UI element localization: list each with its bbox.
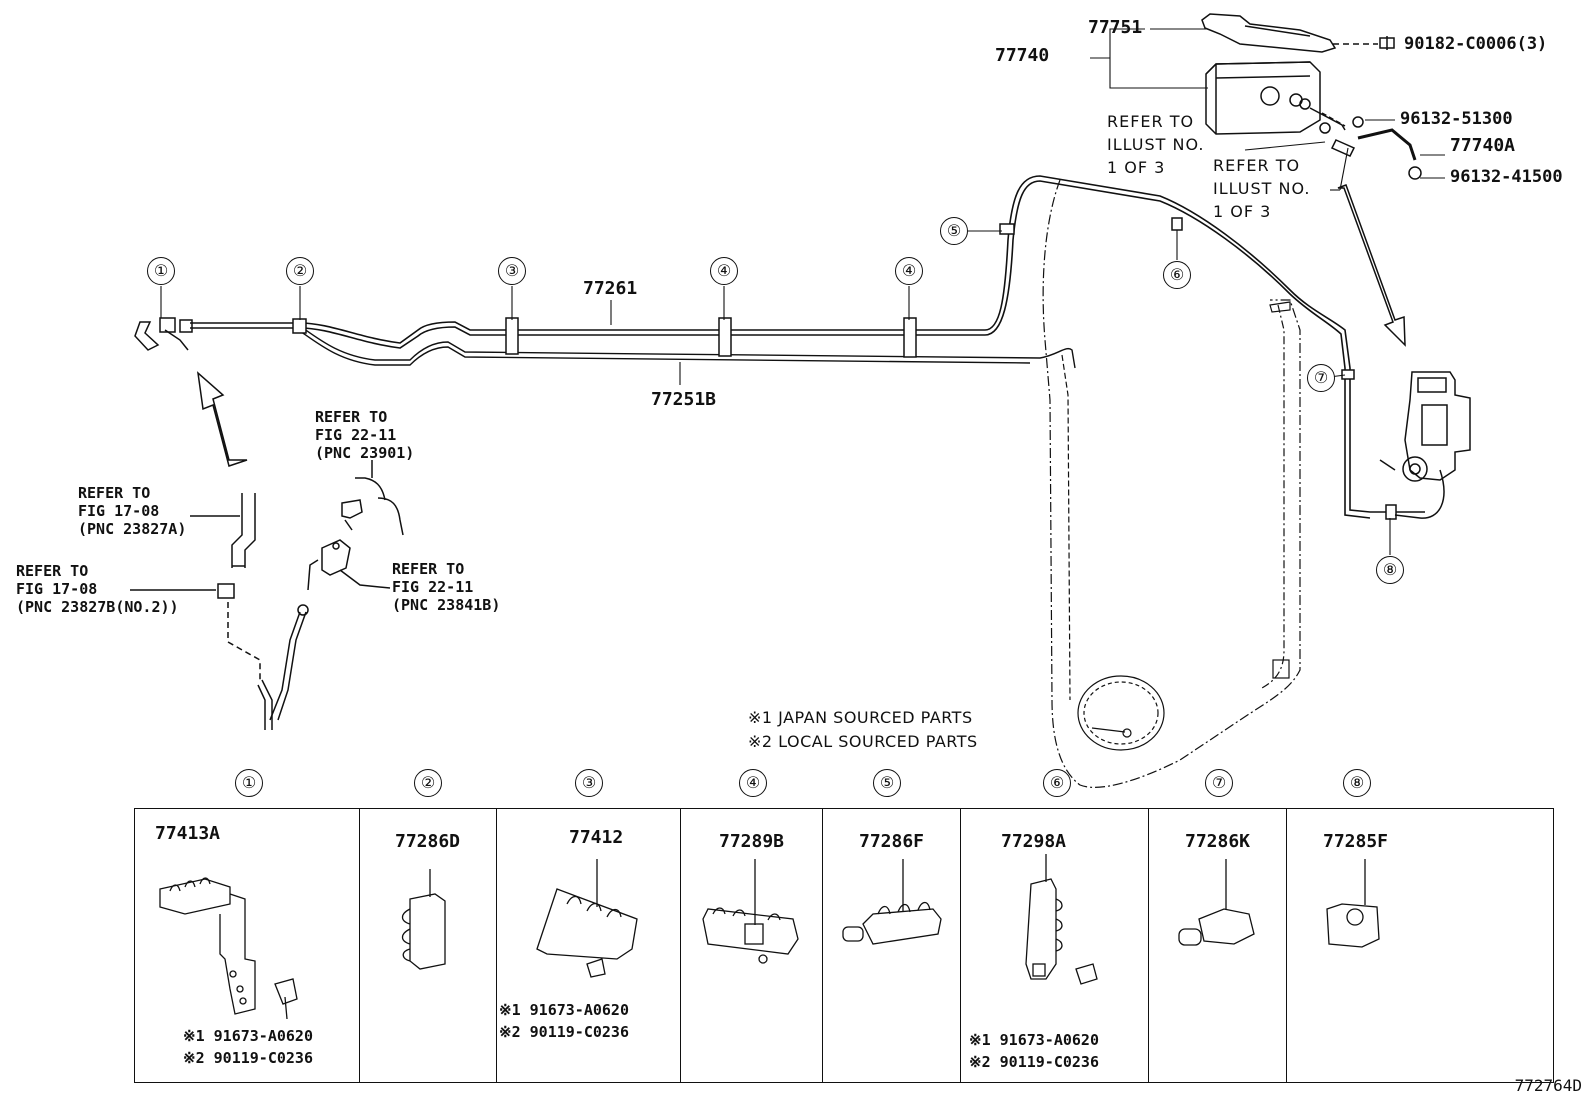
canister-77740	[1205, 61, 1321, 135]
clamp-4a	[718, 317, 732, 357]
bolt-90182	[1333, 36, 1395, 50]
label-77261: 77261	[583, 278, 638, 299]
table-cell-8: ⑧ 77285F	[1287, 769, 1555, 1082]
label-77751: 77751	[1088, 17, 1143, 38]
note-japan-sourced: ※1 JAPAN SOURCED PARTS	[748, 708, 973, 727]
line-77261	[190, 175, 1425, 519]
table-sub-3: ※1 91673-A0620※2 90119-C0236	[499, 1001, 629, 1041]
line-77251B	[299, 325, 1076, 369]
clamp-77412-icon	[536, 859, 638, 978]
callout-1: ①	[147, 257, 175, 285]
table-callout-7: ⑦	[1205, 769, 1233, 797]
clamp-77289B-icon	[702, 859, 799, 964]
clamp-77413A-icon	[159, 877, 298, 1019]
table-sub-1: ※1 91673-A0620※2 90119-C0236	[183, 1027, 313, 1067]
label-96132-41500: 96132-41500	[1450, 167, 1563, 187]
callout-leaders	[160, 230, 1391, 555]
bracket-77751	[1201, 13, 1337, 53]
table-part-77285F: 77285F	[1323, 831, 1389, 852]
clamp-8	[1385, 504, 1397, 520]
clip-23827B	[130, 583, 261, 680]
connector-23841B	[307, 539, 391, 591]
clip-77285F-icon	[1326, 859, 1380, 948]
table-callout-4: ④	[739, 769, 767, 797]
clamp-4b	[903, 317, 917, 358]
callout-2: ②	[286, 257, 314, 285]
table-cell-3: ③ 77412 ※1 91673-A0620※2 90119-C0236	[497, 769, 681, 1082]
fuel-pump-assy	[1379, 371, 1471, 519]
pipes-lower-left	[257, 604, 309, 730]
clamp-77286K-icon	[1178, 859, 1255, 946]
hoses-canister	[1309, 107, 1422, 180]
label-77740A: 77740A	[1450, 135, 1516, 156]
table-cell-2: ② 77286D	[360, 769, 497, 1082]
table-callout-3: ③	[575, 769, 603, 797]
clamp-77286F-icon	[842, 859, 942, 945]
clamp-6	[1171, 217, 1183, 231]
clamp-77286D-icon	[401, 869, 446, 970]
table-callout-6: ⑥	[1043, 769, 1071, 797]
table-part-77286D: 77286D	[395, 831, 461, 852]
arrow-front	[196, 371, 248, 467]
label-77251B: 77251B	[651, 389, 717, 410]
callout-4b: ④	[895, 257, 923, 285]
table-part-77298A: 77298A	[1001, 831, 1067, 852]
callout-8: ⑧	[1376, 556, 1404, 584]
arrow-right	[1337, 184, 1406, 347]
callout-7: ⑦	[1307, 364, 1335, 392]
callout-3: ③	[498, 257, 526, 285]
clamp-7	[1341, 369, 1355, 380]
table-cell-7: ⑦ 77286K	[1149, 769, 1287, 1082]
note-local-sourced: ※2 LOCAL SOURCED PARTS	[748, 732, 978, 751]
label-90182: 90182-C0006(3)	[1404, 34, 1548, 54]
table-callout-1: ①	[235, 769, 263, 797]
front-connector	[134, 317, 193, 351]
drawing-code: 772764D	[1514, 1076, 1582, 1095]
clamp-77298A-icon	[1025, 854, 1098, 985]
table-callout-8: ⑧	[1343, 769, 1371, 797]
clamp-5	[999, 223, 1015, 235]
callout-5: ⑤	[940, 217, 968, 245]
table-part-77289B: 77289B	[719, 831, 785, 852]
table-cell-6: ⑥ 77298A ※1 91673-A0620※2 90119-C0236	[961, 769, 1149, 1082]
hose-23827A	[190, 493, 256, 568]
callout-4a: ④	[710, 257, 738, 285]
table-cell-5: ⑤ 77286F	[823, 769, 961, 1082]
label-96132-51300: 96132-51300	[1400, 109, 1513, 129]
table-cell-1: ① 77413A ※1 91673-A0620※2 90119-C0236	[135, 769, 360, 1082]
fuel-tank	[1042, 179, 1301, 788]
table-cell-4: ④ 77289B	[681, 769, 823, 1082]
table-part-77286K: 77286K	[1185, 831, 1251, 852]
callout-6: ⑥	[1163, 261, 1191, 289]
table-callout-2: ②	[414, 769, 442, 797]
table-sub-6: ※1 91673-A0620※2 90119-C0236	[969, 1031, 1099, 1071]
table-part-77286F: 77286F	[859, 831, 925, 852]
clamp-3	[505, 317, 519, 355]
leaders-canister	[1090, 28, 1445, 191]
table-part-77413A: 77413A	[155, 823, 221, 844]
connector-23901	[341, 460, 404, 536]
parts-table: ① 77413A ※1 91673-A0620※2 90119-C0236 ② …	[134, 769, 1555, 1083]
clamp-2	[292, 318, 307, 334]
label-77740: 77740	[995, 45, 1050, 66]
table-callout-5: ⑤	[873, 769, 901, 797]
table-part-77412: 77412	[569, 827, 624, 848]
